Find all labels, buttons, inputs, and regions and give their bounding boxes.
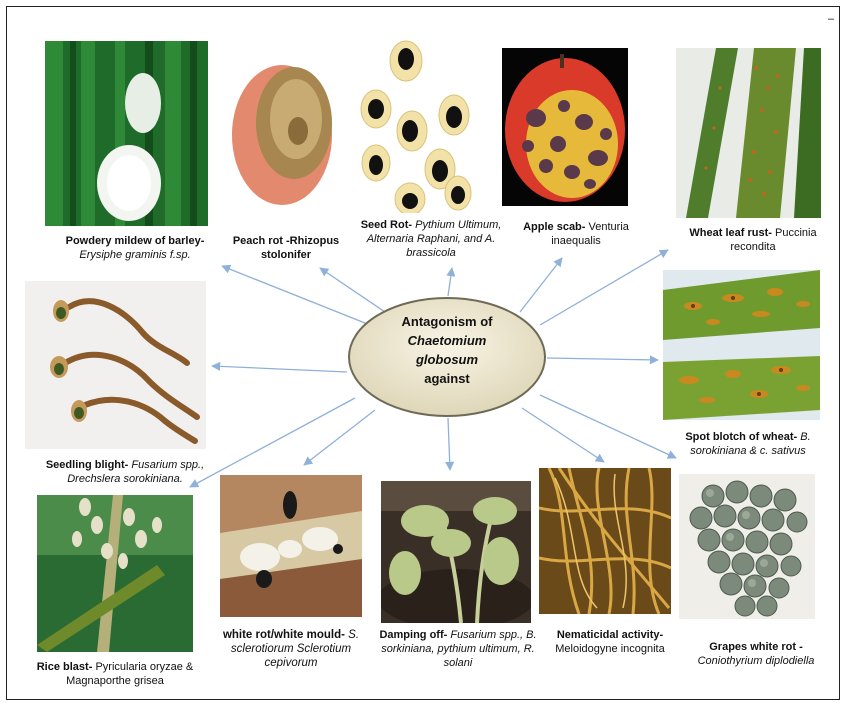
apple-scab-photo — [502, 48, 628, 206]
caption-normal: Meloidogyne incognita — [555, 643, 664, 655]
white-rot-caption: white rot/white mould- S. sclerotiorum S… — [210, 628, 372, 670]
caption-bold: Damping off- — [379, 629, 447, 641]
nematicidal-photo — [539, 468, 671, 614]
hub-line-3: globosum — [347, 350, 547, 369]
wheat-leaf-rust-photo — [676, 48, 821, 218]
caption-italic: Erysiphe graminis f.sp. — [79, 249, 190, 261]
seed-rot-photo — [354, 33, 476, 213]
caption-bold: Nematicidal activity- — [557, 629, 663, 641]
spot-blotch-photo — [663, 270, 820, 420]
peach-rot-caption: Peach rot -Rhizopus stolonifer — [222, 234, 350, 262]
apple-scab-caption: Apple scab- Venturia inaequalis — [516, 220, 636, 248]
caption-bold: Apple scab- — [523, 221, 585, 233]
hub-line-2: Chaetomium — [347, 331, 547, 350]
rice-blast-photo — [37, 495, 193, 652]
seedling-blight-photo — [25, 281, 206, 449]
caption-italic: Coniothyrium diplodiella — [698, 655, 815, 667]
white-rot-photo — [220, 475, 362, 617]
caption-bold: Spot blotch of wheat- — [685, 431, 797, 443]
central-hub: Antagonism of Chaetomium globosum agains… — [347, 296, 547, 418]
seedling-blight-caption: Seedling blight- Fusarium spp., Drechsle… — [40, 458, 210, 486]
caption-bold: Grapes white rot - — [709, 641, 803, 653]
spot-blotch-caption: Spot blotch of wheat- B. sorokiniana & c… — [668, 430, 828, 458]
damping-off-caption: Damping off- Fusarium spp., B. sorkinian… — [372, 628, 544, 670]
nematicidal-caption: Nematicidal activity- Meloidogyne incogn… — [540, 628, 680, 656]
damping-off-photo — [381, 481, 531, 623]
hub-line-4: against — [347, 369, 547, 388]
seed-rot-caption: Seed Rot- Pythium Ultimum, Alternaria Ra… — [358, 218, 504, 260]
caption-bold: Powdery mildew of barley- — [66, 235, 205, 247]
hub-text: Antagonism of Chaetomium globosum agains… — [347, 312, 547, 388]
peach-rot-photo — [228, 49, 336, 214]
caption-bold: Peach rot -Rhizopus stolonifer — [233, 235, 339, 261]
hub-line-1: Antagonism of — [347, 312, 547, 331]
grapes-white-rot-photo — [679, 474, 815, 619]
corner-mark: – — [828, 14, 834, 25]
caption-bold: Rice blast- — [37, 661, 93, 673]
caption-bold: Seed Rot- — [361, 219, 412, 231]
grapes-white-rot-caption: Grapes white rot - Coniothyrium diplodie… — [688, 640, 824, 668]
caption-bold: Seedling blight- — [46, 459, 129, 471]
powdery-mildew-photo — [45, 41, 208, 226]
caption-bold: white rot/white mould- — [223, 629, 345, 641]
caption-bold: Wheat leaf rust- — [689, 227, 772, 239]
powdery-mildew-caption: Powdery mildew of barley- Erysiphe grami… — [50, 234, 220, 262]
rice-blast-caption: Rice blast- Pyricularia oryzae & Magnapo… — [30, 660, 200, 688]
wheat-leaf-rust-caption: Wheat leaf rust- Puccinia recondita — [678, 226, 828, 254]
